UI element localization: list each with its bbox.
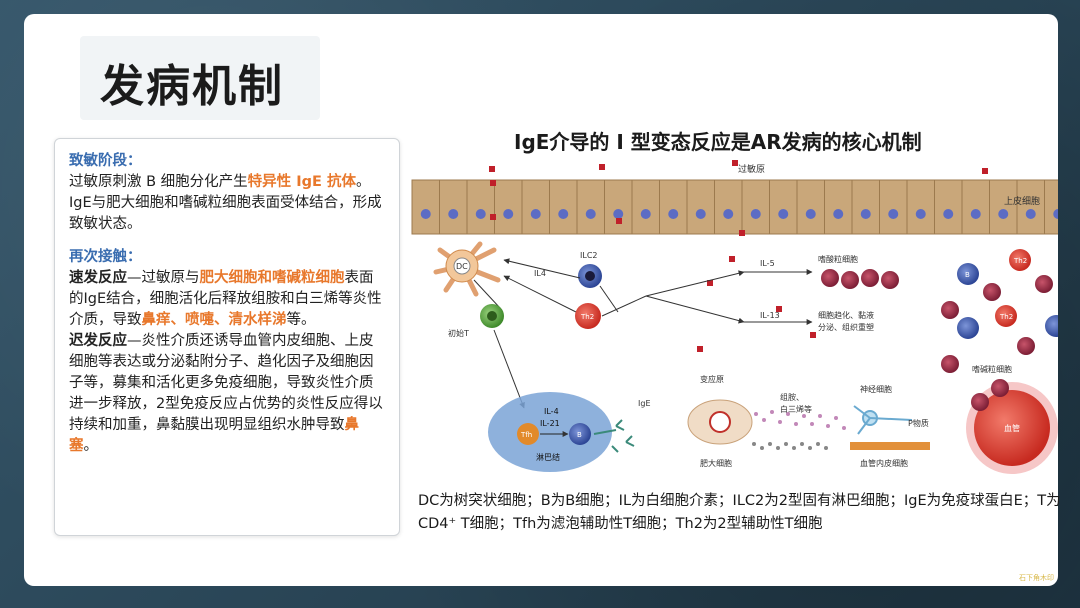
watermark: 石下角木印 — [1019, 573, 1054, 583]
sensitization-heading: 致敏阶段： — [69, 153, 142, 169]
slide-card: 发病机制 致敏阶段： 过敏原刺激 B 细胞分化产生特异性 IgE 抗体。 IgE… — [24, 14, 1058, 586]
epithelial-nucleus — [751, 209, 761, 219]
svg-text:血管: 血管 — [1004, 423, 1020, 433]
svg-text:B: B — [965, 271, 970, 279]
epithelial-nucleus — [421, 209, 431, 219]
highlight-specific-ige: 特异性 IgE 抗体 — [248, 174, 356, 190]
blood-vessel: 血管 — [966, 379, 1058, 474]
mediator-granules-lower — [752, 442, 828, 450]
mediators-line2: 白三烯等 — [780, 404, 812, 414]
mechanism-diagram: 过敏原 上皮细胞 DC ILC2 IL4 — [384, 150, 1058, 486]
epithelial-nucleus — [1026, 209, 1036, 219]
epithelial-nucleus — [558, 209, 568, 219]
epithelial-nucleus — [833, 209, 843, 219]
th2-cell: Th2 — [575, 303, 601, 329]
eosinophil-cells — [821, 269, 899, 289]
late-reaction-label: 迟发反应 — [69, 333, 127, 349]
epithelial-nucleus — [998, 209, 1008, 219]
endothelium-bar — [850, 442, 930, 450]
epithelial-nucleus — [861, 209, 871, 219]
lymph-node: Tfh B IL-4 IL-21 淋巴结 — [488, 392, 612, 472]
mechanism-text-box: 致敏阶段： 过敏原刺激 B 细胞分化产生特异性 IgE 抗体。 IgE与肥大细胞… — [54, 138, 400, 536]
il4-label: IL4 — [534, 269, 546, 278]
epithelial-nucleus — [723, 209, 733, 219]
basophil-label: 嗜碱粒细胞 — [972, 364, 1012, 374]
il13-effect-line1: 细胞趋化、黏液 — [818, 310, 874, 320]
svg-text:Th2: Th2 — [580, 313, 594, 321]
epithelial-nucleus — [476, 209, 486, 219]
svg-text:IL-4: IL-4 — [544, 407, 559, 416]
epithelium-layer — [412, 180, 1058, 234]
epithelial-nucleus — [943, 209, 953, 219]
epithelial-nucleus — [448, 209, 458, 219]
il13-label: IL-13 — [760, 311, 780, 320]
svg-text:IL-21: IL-21 — [540, 419, 560, 428]
epithelial-nucleus — [888, 209, 898, 219]
epithelial-nucleus — [668, 209, 678, 219]
epithelial-nucleus — [531, 209, 541, 219]
il5-label: IL-5 — [760, 259, 775, 268]
epithelial-nucleus — [586, 209, 596, 219]
svg-text:初始T: 初始T — [448, 328, 469, 338]
svg-text:B: B — [577, 431, 582, 439]
dc-label: DC — [456, 262, 468, 271]
nerve-cell — [854, 406, 912, 434]
il13-effect-line2: 分泌、组织重塑 — [818, 322, 874, 332]
diagram-caption: DC为树突状细胞；B为B细胞；IL为白细胞介素；ILC2为2型固有淋巴细胞；Ig… — [418, 490, 1078, 536]
epithelial-nucleus — [806, 209, 816, 219]
epithelial-nucleus — [641, 209, 651, 219]
svg-text:肥大细胞: 肥大细胞 — [700, 458, 732, 468]
allergen-top-label: 过敏原 — [738, 163, 765, 175]
eosinophil-label: 嗜酸粒细胞 — [818, 254, 858, 264]
mediators-line1: 组胺、 — [780, 392, 804, 402]
epithelium-label: 上皮细胞 — [1004, 195, 1040, 207]
svg-text:Th2: Th2 — [1013, 257, 1027, 265]
right-cell-cluster: B Th2 Th2 — [941, 249, 1058, 373]
epithelial-nucleus — [971, 209, 981, 219]
endothelial-label: 血管内皮细胞 — [860, 458, 908, 468]
epithelial-nucleus — [696, 209, 706, 219]
epithelial-nucleus — [778, 209, 788, 219]
nerve-cell-label: 神经细胞 — [860, 384, 892, 394]
dendritic-cell: DC — [436, 244, 498, 294]
ilc2-cell: ILC2 — [578, 251, 602, 288]
page-title: 发病机制 — [100, 50, 284, 114]
immediate-reaction-paragraph: 速发反应—过敏原与肥大细胞和嗜碱粒细胞表面的IgE结合，细胞活化后释放组胺和白三… — [69, 268, 387, 331]
epithelial-nucleus — [613, 209, 623, 219]
svg-text:ILC2: ILC2 — [580, 251, 598, 260]
sensitization-paragraph-1: 过敏原刺激 B 细胞分化产生特异性 IgE 抗体。 — [69, 172, 387, 193]
substance-p-label: P物质 — [908, 418, 929, 428]
epithelial-nucleus — [916, 209, 926, 219]
immediate-reaction-label: 速发反应 — [69, 270, 127, 286]
mast-cell: 肥大细胞 — [688, 400, 752, 468]
allergen-mast-label: 变应原 — [700, 374, 724, 384]
sensitization-paragraph-2: IgE与肥大细胞和嗜碱粒细胞表面受体结合，形成致敏状态。 — [69, 193, 387, 235]
ige-label: IgE — [638, 399, 651, 408]
title-banner: 发病机制 — [80, 36, 320, 120]
svg-text:Tfh: Tfh — [520, 431, 532, 439]
late-reaction-paragraph: 迟发反应—炎性介质还诱导血管内皮细胞、上皮细胞等表达或分泌黏附分子、趋化因子及细… — [69, 331, 387, 457]
epithelial-nucleus — [503, 209, 513, 219]
svg-text:淋巴结: 淋巴结 — [536, 452, 560, 462]
svg-text:Th2: Th2 — [999, 313, 1013, 321]
reexposure-heading: 再次接触： — [69, 249, 142, 265]
